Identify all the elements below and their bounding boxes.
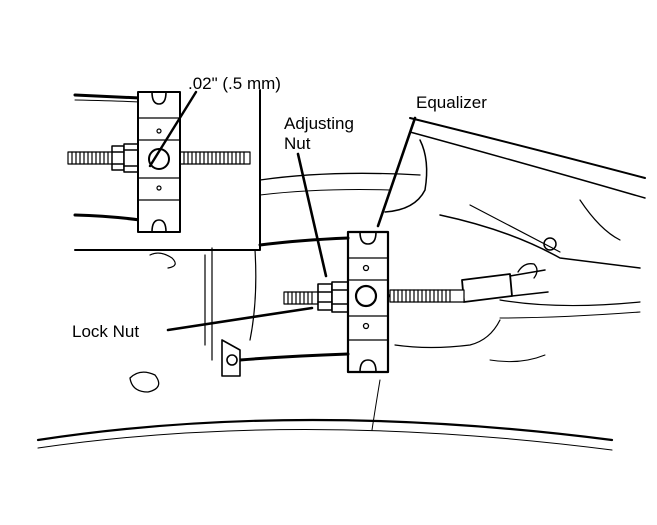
equalizer-leader xyxy=(376,116,417,228)
main-lower-cable xyxy=(238,352,350,362)
frame-top-line xyxy=(409,117,646,179)
inset-nuts xyxy=(111,143,139,173)
inset-equalizer xyxy=(137,91,181,233)
adjusting-nut-leader xyxy=(296,152,328,278)
main-upper-cable xyxy=(258,236,350,247)
inset-detail xyxy=(67,89,261,251)
main-nuts xyxy=(317,281,349,313)
equalizer-label: Equalizer xyxy=(416,93,487,112)
adjusting-nut-label-line2: Nut xyxy=(284,134,311,153)
cable-anchor-bracket xyxy=(221,339,241,377)
spec-clearance-label: .02" (.5 mm) xyxy=(188,74,281,93)
lock-nut-leader xyxy=(166,306,314,332)
ground-curve xyxy=(36,418,614,442)
main-threaded-rod xyxy=(283,289,465,305)
main-equalizer xyxy=(346,230,390,374)
right-arm xyxy=(439,214,641,269)
lock-nut-label: Lock Nut xyxy=(72,322,140,341)
adjusting-nut-label: Adjusting xyxy=(284,114,354,133)
inset-upper-cable xyxy=(73,93,142,100)
main-assembly xyxy=(36,116,646,451)
cable-clevis xyxy=(461,273,513,303)
inset-lower-cable xyxy=(73,213,142,222)
inset-frame xyxy=(74,89,261,251)
spec-leader xyxy=(148,90,198,168)
